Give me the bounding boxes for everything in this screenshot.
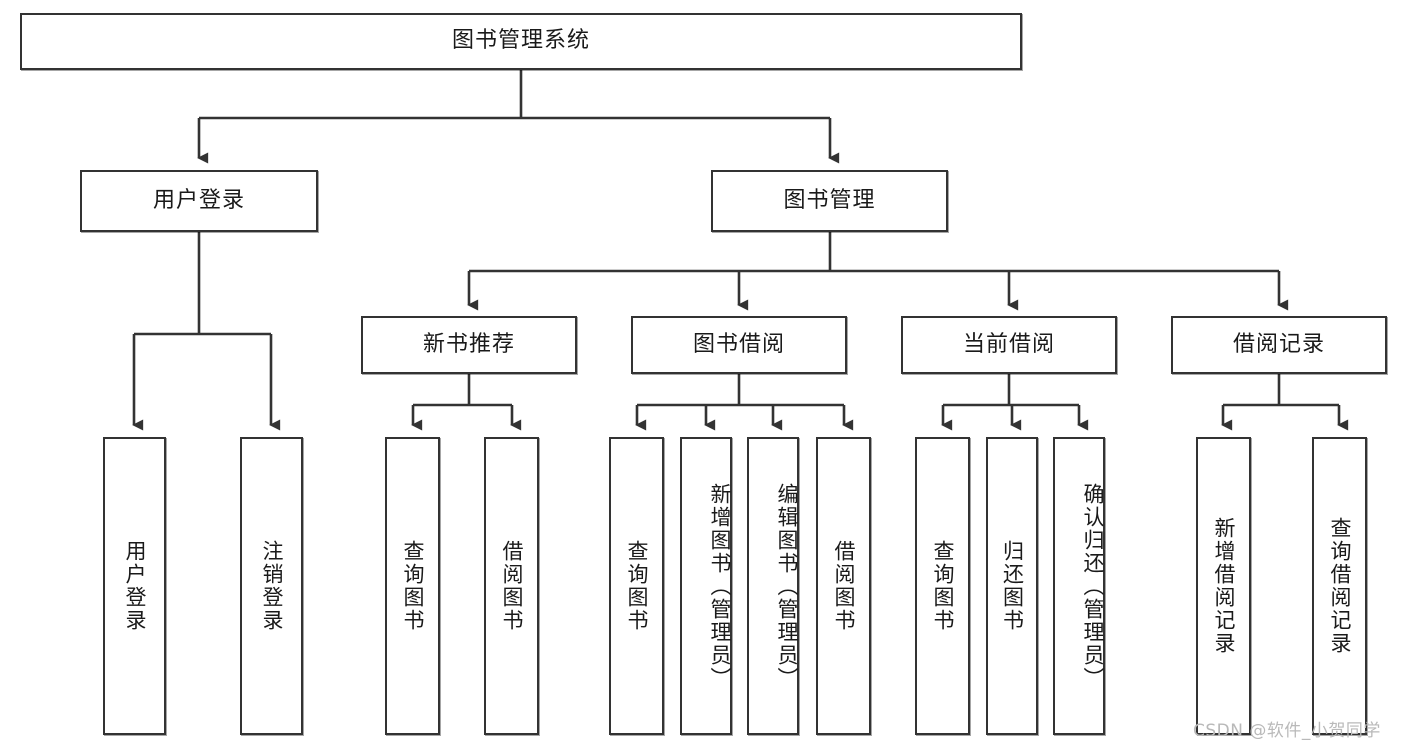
node-label-borrow-record: 借阅记录	[1232, 331, 1325, 357]
connector-book-borrow-to-leaves	[635, 374, 854, 431]
node-label-leaf-user-logout: 注销登录	[260, 540, 284, 632]
csdn-watermark: CSDN @软件_小贺同学	[1193, 721, 1381, 741]
node-user-login[interactable]: 用户登录	[80, 170, 318, 232]
node-label-root: 图书管理系统	[451, 28, 590, 54]
node-current-borrow[interactable]: 当前借阅	[901, 316, 1117, 374]
node-label-leaf-query-book-recommend: 查询图书	[401, 540, 425, 632]
node-leaf-add-borrow-record[interactable]: 新增借阅记录	[1196, 437, 1251, 735]
node-label-new-book-recommend: 新书推荐	[422, 331, 515, 357]
node-leaf-confirm-return[interactable]: 确认归还（管理员）	[1053, 437, 1105, 735]
node-label-leaf-return-book: 归还图书	[1000, 540, 1025, 632]
node-label-book-borrow: 图书借阅	[692, 331, 785, 357]
node-root[interactable]: 图书管理系统	[20, 13, 1022, 70]
node-label-leaf-confirm-return: 确认归还（管理员）	[1081, 482, 1105, 690]
node-leaf-borrow-book-recommend[interactable]: 借阅图书	[484, 437, 539, 735]
node-leaf-query-book-current[interactable]: 查询图书	[915, 437, 970, 735]
node-label-user-login: 用户登录	[152, 187, 245, 213]
connector-user-login-to-leaves	[132, 232, 281, 431]
node-label-current-borrow: 当前借阅	[962, 331, 1055, 357]
node-book-management[interactable]: 图书管理	[711, 170, 948, 232]
connector-new-book-recommend-to-leaves	[411, 374, 522, 431]
node-book-borrow[interactable]: 图书借阅	[631, 316, 847, 374]
node-label-leaf-add-book: 新增图书（管理员）	[708, 482, 732, 690]
node-label-leaf-user-login: 用户登录	[123, 540, 147, 632]
node-leaf-return-book[interactable]: 归还图书	[986, 437, 1038, 735]
connector-root-to-level2	[197, 70, 840, 164]
connector-current-borrow-to-leaves	[941, 374, 1089, 431]
node-label-leaf-borrow-book: 借阅图书	[832, 540, 856, 632]
node-label-leaf-borrow-book-recommend: 借阅图书	[500, 540, 524, 632]
node-leaf-add-book[interactable]: 新增图书（管理员）	[680, 437, 732, 735]
node-leaf-query-book-borrow[interactable]: 查询图书	[609, 437, 664, 735]
node-leaf-query-borrow-record[interactable]: 查询借阅记录	[1312, 437, 1367, 735]
node-leaf-query-book-recommend[interactable]: 查询图书	[385, 437, 440, 735]
node-label-leaf-query-book-borrow: 查询图书	[625, 540, 649, 632]
connector-borrow-record-to-leaves	[1221, 374, 1349, 431]
node-borrow-record[interactable]: 借阅记录	[1171, 316, 1387, 374]
node-new-book-recommend[interactable]: 新书推荐	[361, 316, 577, 374]
node-label-leaf-edit-book: 编辑图书（管理员）	[775, 482, 799, 690]
node-label-leaf-query-borrow-record: 查询借阅记录	[1328, 517, 1352, 655]
node-label-leaf-query-book-current: 查询图书	[931, 540, 955, 632]
node-leaf-user-login[interactable]: 用户登录	[103, 437, 166, 735]
node-label-book-management: 图书管理	[783, 187, 876, 213]
node-label-leaf-add-borrow-record: 新增借阅记录	[1212, 517, 1236, 655]
node-leaf-borrow-book[interactable]: 借阅图书	[816, 437, 871, 735]
connector-book-management-to-level3	[467, 232, 1289, 311]
node-leaf-user-logout[interactable]: 注销登录	[240, 437, 303, 735]
node-leaf-edit-book[interactable]: 编辑图书（管理员）	[747, 437, 799, 735]
